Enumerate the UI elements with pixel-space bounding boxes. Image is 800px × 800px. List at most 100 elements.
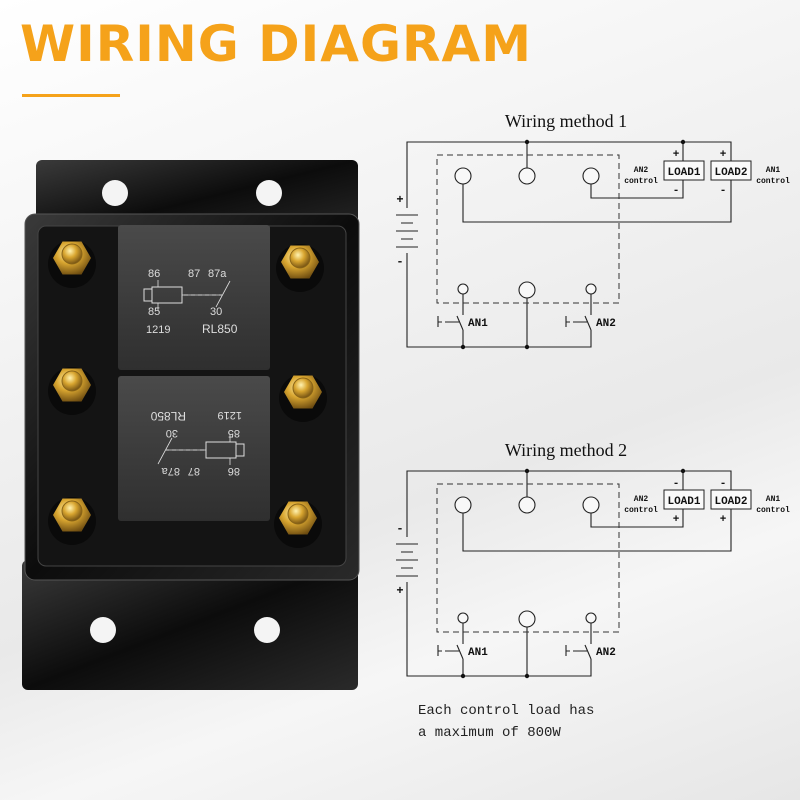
load-control-note: control (756, 177, 790, 186)
wire (406, 253, 592, 348)
terminal (518, 610, 536, 628)
load-label: LOAD1 (667, 167, 700, 179)
load-top-sign: - (720, 478, 727, 490)
relay-pin-label: 86 (228, 465, 240, 477)
battery-symbol (396, 214, 418, 248)
terminal (454, 496, 472, 514)
junction-dot (460, 673, 466, 679)
switch-label: AN1 (468, 647, 488, 659)
load-control-note: control (624, 506, 658, 515)
load-label: LOAD2 (714, 496, 747, 508)
junction-dot (524, 344, 530, 350)
battery-bottom-sign: + (396, 584, 403, 598)
wiring-method-2: Wiring method 2 - + LOAD1 - + AN2 control LOAD2 -… (396, 440, 790, 679)
load-control-note: AN2 (634, 495, 649, 504)
load-box (663, 160, 705, 181)
switch-contact (215, 280, 231, 308)
relay-outline (436, 154, 620, 304)
switch-contact (157, 437, 173, 465)
battery-bottom-sign: - (396, 255, 403, 269)
terminal (518, 496, 536, 514)
stud-thread (292, 377, 314, 399)
push-switch-symbol (565, 644, 592, 660)
relay-pin-label: 87 (188, 465, 200, 477)
diagram-title: Wiring method 1 (505, 111, 627, 131)
wire (406, 141, 732, 223)
relay-pin-label: 87 (188, 268, 200, 280)
terminal (518, 281, 536, 299)
terminal (582, 496, 600, 514)
relay-code: 1219 (146, 324, 170, 336)
load-control-note: AN1 (766, 495, 781, 504)
load-top-sign: - (673, 478, 680, 490)
load-control-note: control (624, 177, 658, 186)
coil-symbol (235, 443, 245, 457)
push-switch-symbol (565, 315, 592, 331)
switch-label: AN2 (596, 647, 616, 659)
battery-symbol (396, 543, 418, 577)
relay-marking: 86 87 87a 85 30 1219 RL850 (150, 409, 245, 477)
junction-dot (524, 139, 530, 145)
battery-top-sign: - (396, 522, 403, 536)
load-box (710, 489, 752, 510)
switch-label: AN1 (468, 318, 488, 330)
load-note: Each control load has a maximum of 800W (418, 700, 594, 744)
terminal (582, 167, 600, 185)
mount-hole (254, 617, 280, 643)
load-bottom-sign: - (673, 185, 680, 197)
note-line: a maximum of 800W (418, 725, 561, 741)
relay-pin-label: 30 (166, 427, 178, 439)
terminal (457, 283, 469, 295)
load-control-note: AN2 (634, 166, 649, 175)
relay-pin-label: 85 (228, 427, 240, 439)
mount-hole (90, 617, 116, 643)
terminal (585, 612, 597, 624)
battery-top-sign: + (396, 193, 403, 207)
terminal (454, 167, 472, 185)
relay-pin-label: 87a (208, 268, 227, 280)
load-control-note: control (756, 506, 790, 515)
terminal (585, 283, 597, 295)
load-bottom-sign: + (720, 514, 727, 526)
stud-thread (287, 503, 309, 525)
load-bottom-sign: - (720, 185, 727, 197)
relay-pin-label: 30 (210, 306, 222, 318)
push-switch-symbol (437, 644, 464, 660)
stud-thread (61, 370, 83, 392)
relay-pin-label: 86 (148, 268, 160, 280)
terminal (457, 612, 469, 624)
stud-thread (61, 243, 83, 265)
relay-pin-label: 87a (161, 465, 180, 477)
load-control-note: AN1 (766, 166, 781, 175)
push-switch-symbol (437, 315, 464, 331)
stud-thread (289, 247, 311, 269)
relay-outline (436, 483, 620, 633)
wiring-method-1: Wiring method 1+-LOAD1+-AN2controlLOAD2+… (396, 111, 790, 350)
relay-code: 1219 (218, 409, 242, 421)
mount-hole (102, 180, 128, 206)
mount-hole (256, 180, 282, 206)
junction-dot (460, 344, 466, 350)
wire (406, 470, 732, 552)
relay-model: RL850 (150, 409, 186, 423)
terminal (518, 167, 536, 185)
switch-label: AN2 (596, 318, 616, 330)
title-underline (22, 94, 120, 97)
load-box (663, 489, 705, 510)
load-bottom-sign: + (673, 514, 680, 526)
bottom-bracket (22, 560, 358, 690)
wire (406, 582, 592, 677)
load-top-sign: + (720, 149, 727, 161)
load-label: LOAD1 (667, 496, 700, 508)
junction-dot (524, 468, 530, 474)
note-line: Each control load has (418, 703, 595, 719)
relay-upper (118, 225, 270, 370)
stud-thread (61, 500, 83, 522)
load-box (710, 160, 752, 181)
diagram-title: Wiring method 2 (505, 440, 627, 460)
junction-dot (680, 139, 686, 145)
junction-dot (524, 673, 530, 679)
relay-pin-label: 85 (148, 306, 160, 318)
